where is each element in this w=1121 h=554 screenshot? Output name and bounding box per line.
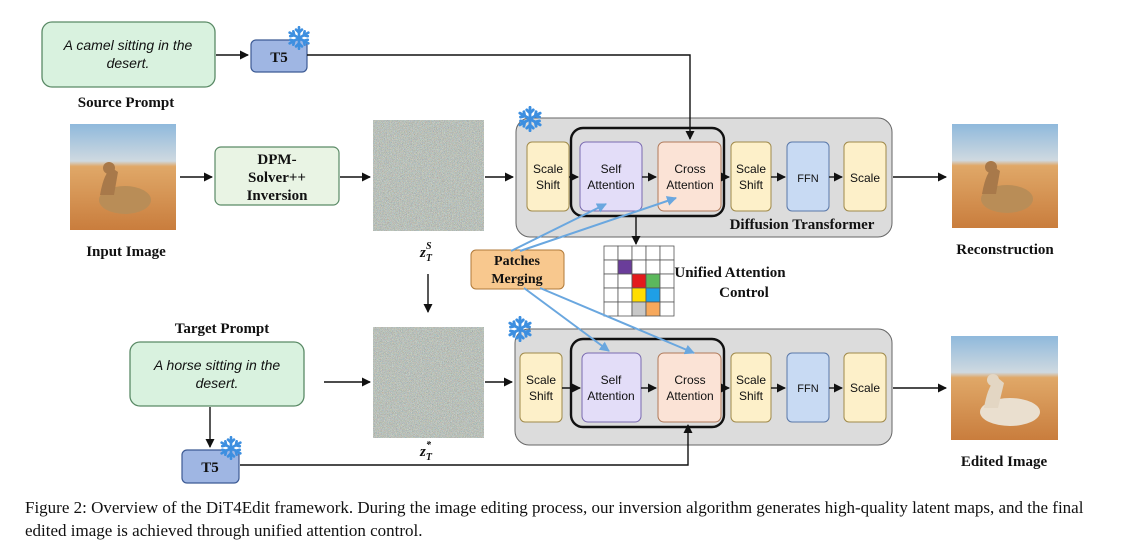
inversion-line1: DPM-	[257, 152, 296, 168]
scale-shift-line2: Shift	[536, 178, 561, 192]
figure-caption: Figure 2: Overview of the DiT4Edit frame…	[25, 498, 1084, 540]
latent-target-label: zT*	[419, 440, 433, 463]
source-prompt-box: A camel sitting in the desert.	[41, 21, 216, 88]
scale-shift-line2: Shift	[739, 389, 764, 403]
cross-attention-block-top: Cross Attention	[657, 141, 722, 212]
attention-grid-cell	[645, 301, 661, 317]
scale-shift-line1: Scale	[533, 162, 563, 176]
cross-attention-line1: Cross	[674, 162, 705, 176]
edited-image	[951, 336, 1058, 440]
attention-grid-cell	[659, 245, 675, 261]
source-prompt-label: Source Prompt	[78, 95, 175, 111]
inversion-line2: Solver++	[248, 170, 306, 186]
t5-encoder-top: T5	[250, 39, 308, 73]
target-prompt-text-line2: desert.	[196, 375, 239, 391]
cross-attention-line1: Cross	[674, 373, 705, 387]
scale-block-bottom: Scale	[843, 352, 887, 423]
attention-grid-cell	[659, 273, 675, 289]
latent-noise-target	[373, 327, 484, 438]
ffn-block-top: FFN	[786, 141, 830, 212]
attention-map-grid	[603, 245, 675, 317]
snowflake-icon	[220, 436, 242, 460]
attention-control-line2: Control	[719, 285, 769, 301]
attention-grid-cell	[631, 273, 647, 289]
attention-grid-cell	[603, 301, 619, 317]
patches-merging-line2: Merging	[491, 272, 542, 287]
connector-arrows	[180, 50, 947, 466]
cross-attention-line2: Attention	[666, 389, 713, 403]
input-image-label: Input Image	[86, 244, 166, 260]
source-prompt-text-line1: A camel sitting in the	[63, 37, 193, 53]
scale-shift-block-bottom-2: Scale Shift	[730, 352, 772, 423]
scale-shift-block-bottom: Scale Shift	[519, 352, 563, 423]
attention-group-outline-top	[569, 126, 726, 218]
inversion-box: DPM- Solver++ Inversion	[214, 146, 340, 206]
attention-grid-cell	[631, 259, 647, 275]
scale-shift-line1: Scale	[736, 162, 766, 176]
self-attention-line1: Self	[601, 162, 622, 176]
ffn-label: FFN	[797, 383, 818, 395]
scale-shift-line2: Shift	[739, 178, 764, 192]
attention-grid-cell	[603, 287, 619, 303]
reconstruction-image	[952, 124, 1058, 228]
snowflake-icon	[288, 26, 310, 50]
diffusion-transformer-label: Diffusion Transformer	[730, 217, 875, 233]
ffn-block-bottom: FFN	[786, 352, 830, 423]
scale-shift-line2: Shift	[529, 389, 554, 403]
self-attention-line1: Self	[601, 373, 622, 387]
scale-label: Scale	[850, 381, 880, 395]
input-image	[70, 124, 176, 230]
self-attention-block-top: Self Attention	[579, 141, 643, 212]
attention-grid-cell	[645, 259, 661, 275]
attention-grid-cell	[603, 259, 619, 275]
self-attention-block-bottom: Self Attention	[581, 352, 642, 423]
latent-noise-source	[373, 120, 484, 231]
patch-merging-arrows	[510, 196, 695, 355]
inversion-line3: Inversion	[247, 188, 309, 204]
attention-grid-cell	[617, 245, 633, 261]
t5-label-bottom: T5	[201, 460, 219, 476]
target-prompt-label: Target Prompt	[175, 321, 270, 337]
attention-grid-cell	[659, 259, 675, 275]
attention-grid-cell	[659, 287, 675, 303]
scale-shift-block-top: Scale Shift	[526, 141, 570, 212]
attention-grid-cell	[659, 301, 675, 317]
cross-attention-line2: Attention	[666, 178, 713, 192]
attention-group-outline-bottom	[569, 337, 726, 429]
attention-grid-cell	[631, 301, 647, 317]
attention-grid-cell	[617, 287, 633, 303]
attention-grid-cell	[617, 259, 633, 275]
scale-label: Scale	[850, 171, 880, 185]
attention-grid-cell	[645, 245, 661, 261]
edited-image-label: Edited Image	[961, 454, 1048, 470]
ffn-label: FFN	[797, 173, 818, 185]
scale-shift-line1: Scale	[736, 373, 766, 387]
scale-block-top: Scale	[843, 141, 887, 212]
scale-shift-line1: Scale	[526, 373, 556, 387]
attention-grid-cell	[603, 273, 619, 289]
target-prompt-box: A horse sitting in the desert.	[129, 341, 305, 407]
reconstruction-label: Reconstruction	[956, 242, 1054, 258]
self-attention-line2: Attention	[587, 178, 634, 192]
attention-grid-cell	[645, 273, 661, 289]
attention-grid-cell	[617, 273, 633, 289]
attention-grid-cell	[603, 245, 619, 261]
source-prompt-text-line2: desert.	[107, 55, 150, 71]
cross-attention-block-bottom: Cross Attention	[657, 352, 722, 423]
attention-grid-cell	[645, 287, 661, 303]
t5-label-top: T5	[270, 50, 288, 66]
patches-merging-box: Patches Merging	[470, 249, 565, 290]
t5-encoder-bottom: T5	[181, 449, 240, 484]
attention-control-line1: Unified Attention	[674, 265, 786, 281]
scale-shift-block-top-2: Scale Shift	[730, 141, 772, 212]
attention-grid-cell	[631, 287, 647, 303]
patches-merging-line1: Patches	[494, 254, 540, 269]
latent-source-label: zTS	[419, 241, 433, 264]
attention-grid-cell	[631, 245, 647, 261]
attention-grid-cell	[617, 301, 633, 317]
self-attention-line2: Attention	[587, 389, 634, 403]
target-prompt-text-line1: A horse sitting in the	[153, 357, 281, 373]
